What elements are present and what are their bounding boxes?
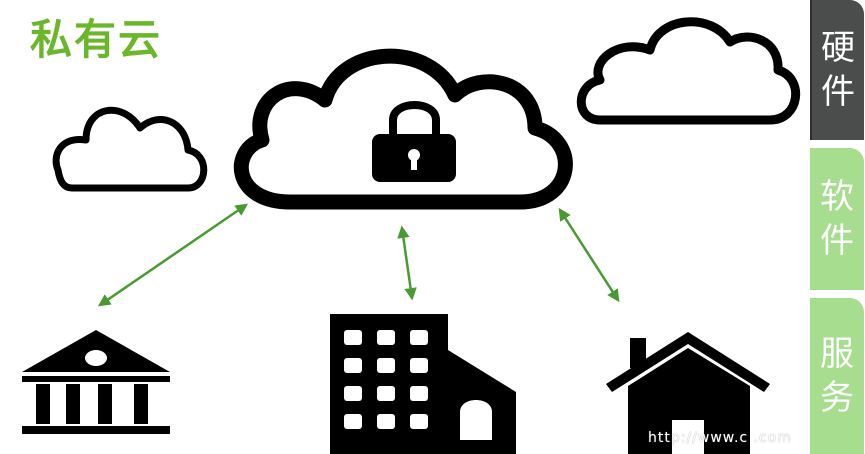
lock-icon [372,101,456,182]
bank-icon [22,330,170,434]
tab-hardware-char-1: 硬 [821,28,855,68]
tab-service[interactable]: 服 务 [810,298,864,454]
tab-service-char-2: 务 [820,378,854,418]
cloud-right-icon [576,17,801,125]
page-title: 私有云 [30,15,163,64]
office-building-icon [330,314,516,454]
arrow-bank-cloud [97,203,249,307]
house-icon [606,332,770,454]
tab-software-char-2: 件 [820,221,854,261]
small-cloud-left-icon [52,106,208,192]
main-cloud-icon [233,48,573,210]
tab-hardware-char-2: 件 [821,72,855,112]
tab-software[interactable]: 软 件 [810,148,864,290]
tab-software-char-1: 软 [820,177,854,217]
tab-hardware[interactable]: 硬 件 [810,0,864,140]
tab-service-char-1: 服 [820,334,854,374]
watermark: http://www.c .com [648,430,792,446]
arrow-home-cloud [558,207,620,303]
arrow-office-cloud [397,225,417,301]
